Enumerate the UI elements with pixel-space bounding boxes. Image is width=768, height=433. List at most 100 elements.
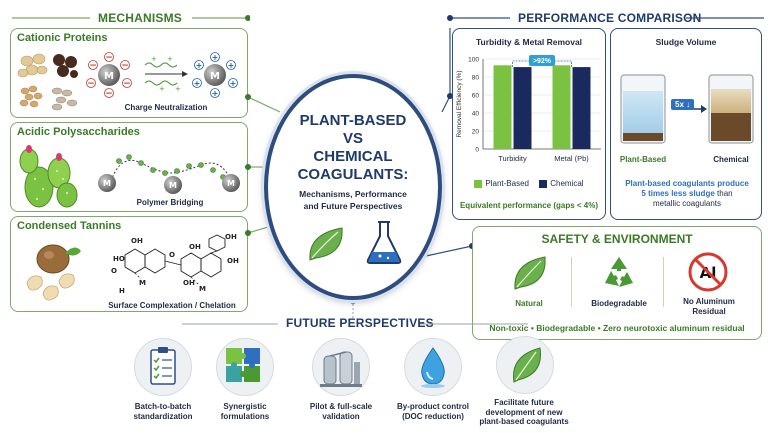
future-item-5-line3: plant-based coagulants — [479, 417, 569, 427]
gap-badge-bg — [529, 55, 555, 66]
performance-title-rule — [447, 15, 764, 21]
leaf-icon — [309, 227, 343, 261]
cationic-proteins-card: Cationic Proteins M − − − − − — [10, 28, 248, 118]
mechanisms-title: MECHANISMS — [98, 11, 183, 25]
future-item-2-line1: Synergistic — [223, 402, 267, 411]
sludge-note: Plant-based coagulants produce 5 times l… — [615, 179, 759, 209]
y-tick-label: 100 — [468, 57, 479, 64]
bar-chemical-0 — [513, 67, 532, 149]
svg-text:+: + — [228, 61, 235, 70]
bar-plant-based-1 — [552, 65, 571, 149]
svg-text:OH: OH — [131, 237, 143, 245]
sludge-card: Sludge Volume 5x ↓ Plant-Based Chemical … — [610, 28, 762, 220]
safety-title: SAFETY & ENVIRONMENT — [541, 232, 693, 246]
recycle-icon — [605, 257, 633, 287]
natural-label: Natural — [515, 299, 543, 308]
bar-chemical-1 — [572, 67, 591, 149]
m-particle-label: M — [104, 71, 114, 82]
legend-chemical-label: Chemical — [550, 179, 584, 188]
svg-text:HO: HO — [113, 255, 125, 263]
svg-text:−: − — [105, 53, 113, 63]
future-item-1-line1: Batch-to-batch — [134, 402, 192, 411]
charge-neutralization-caption: Charge Neutralization — [124, 103, 208, 112]
sludge-note-line2: 5 times less sludge — [641, 189, 715, 198]
future-item-5-label: Facilitate future development of new pla… — [472, 398, 576, 427]
pilot-plant-icon — [320, 351, 362, 387]
future-item-3-line1: Pilot & full-scale — [309, 402, 373, 411]
y-tick-label: 0 — [475, 147, 479, 154]
safety-card: SAFETY & ENVIRONMENT Natural Biodegradab… — [472, 226, 762, 340]
future-item-3-label: Pilot & full-scale validation — [296, 402, 386, 421]
m-particle-label: M — [210, 71, 220, 82]
sludge-reduction-badge: 5x ↓ — [671, 99, 695, 110]
safety-summary: Non-toxic • Biodegradable • Zero neuroto… — [489, 323, 745, 333]
svg-text:+: + — [194, 79, 201, 88]
center-title-line2: VS — [342, 130, 363, 147]
future-item-3-line2: validation — [322, 411, 360, 421]
svg-text:+: + — [167, 55, 173, 63]
sludge-chart-title: Sludge Volume — [655, 37, 717, 47]
y-tick-label: 60 — [472, 93, 480, 100]
legend-plant-label: Plant-Based — [485, 179, 529, 188]
cationic-proteins-title: Cationic Proteins — [17, 32, 108, 44]
puzzle-icon — [226, 348, 260, 382]
y-tick-label: 80 — [472, 75, 480, 82]
svg-text:+: + — [230, 79, 237, 88]
cashew-illustration — [26, 244, 81, 301]
safety-divider-2 — [663, 257, 664, 307]
safety-divider-1 — [571, 257, 572, 307]
m-particle-label: M — [103, 179, 111, 188]
acidic-polysaccharides-card: Acidic Polysaccharides M M M Polymer Bri… — [10, 122, 248, 212]
chelation-caption: Surface Complexation / Chelation — [108, 301, 236, 310]
m-particle-label: M — [227, 179, 235, 188]
biodegradable-label: Biodegradable — [591, 299, 647, 308]
mechanisms-title-rule — [12, 15, 250, 21]
charge-neutralization-diagram: M − − − − − − ++++ M + + + + + + — [86, 52, 238, 99]
center-title-line1: PLANT-BASED — [299, 112, 407, 129]
sludge-beakers — [620, 74, 754, 144]
future-item-5-line1: Facilitate future — [494, 398, 554, 407]
no-aluminum-line1: No Aluminum — [683, 297, 735, 306]
svg-text:+: + — [212, 53, 219, 62]
center-subtitle-line2: and Future Perspectives — [303, 201, 403, 211]
future-item-4-line2: (DOC reduction) — [402, 411, 464, 421]
svg-text:−: − — [123, 79, 131, 89]
future-item-2-label: Synergistic formulations — [200, 402, 290, 421]
legend-plant-based: Plant-Based — [474, 179, 529, 188]
svg-text:+: + — [212, 89, 219, 98]
legend-swatch-chemical — [539, 179, 548, 188]
svg-text:+: + — [159, 85, 165, 93]
polymer-bridging-caption: Polymer Bridging — [136, 198, 204, 207]
future-item-5-circle — [496, 336, 554, 394]
plant-beaker-label: Plant-Based — [619, 155, 667, 164]
center-subtitle-line1: Mechanisms, Performance — [299, 189, 407, 199]
acidic-polysaccharides-title: Acidic Polysaccharides — [17, 126, 140, 138]
svg-text:+: + — [151, 55, 157, 63]
svg-text:+: + — [175, 85, 181, 93]
polymer-bridging-diagram: M M M — [98, 154, 240, 194]
sludge-note-line3: than — [717, 189, 733, 198]
natural-leaf-icon — [514, 256, 546, 290]
bar-plant-based-0 — [493, 65, 512, 149]
svg-text:O: O — [111, 267, 117, 275]
checklist-icon — [150, 347, 176, 385]
svg-text:H: H — [119, 287, 125, 295]
removal-chart-title: Turbidity & Metal Removal — [475, 37, 583, 47]
no-aluminum-label: No Aluminum Residual — [669, 297, 749, 316]
center-title-line4: COAGULANTS: — [297, 166, 409, 183]
future-leaf-icon — [513, 347, 542, 383]
future-item-1-label: Batch-to-batch standardization — [118, 402, 208, 421]
water-drop-icon — [421, 347, 445, 388]
no-aluminum-line2: Residual — [692, 306, 726, 316]
seeds-illustration — [17, 53, 78, 111]
svg-text:−: − — [89, 61, 97, 71]
svg-text:M: M — [199, 285, 206, 293]
svg-text:OH: OH — [183, 279, 195, 287]
legend-chemical: Chemical — [539, 179, 584, 188]
future-item-1-line2: standardization — [133, 411, 193, 421]
y-tick-label: 20 — [472, 129, 480, 136]
